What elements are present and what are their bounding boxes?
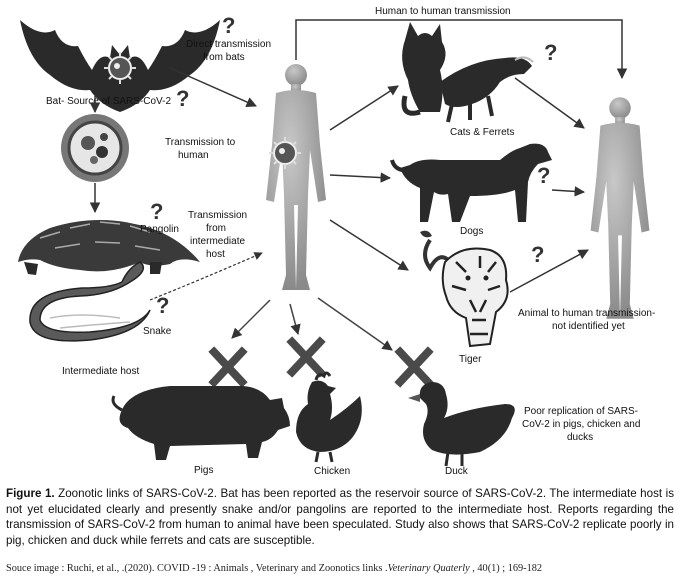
human-right-illustration <box>590 97 650 319</box>
chicken-illustration <box>296 371 362 463</box>
label-bat: Bat- Source of SARS-CoV-2 <box>46 96 171 107</box>
label-transmission-to-human-2: human <box>178 150 209 161</box>
source-journal: Veterinary Quaterly <box>387 563 470 574</box>
pangolin-illustration <box>18 220 200 275</box>
arrow-to-dogs <box>329 172 392 183</box>
cross-duck <box>394 346 434 388</box>
label-direct-1: Direct transmission <box>186 39 271 50</box>
label-cats-ferrets: Cats & Ferrets <box>450 127 514 138</box>
figure-caption: Figure 1. Zoonotic links of SARS-CoV-2. … <box>6 486 674 548</box>
label-direct-2: from bats <box>203 52 245 63</box>
question-mark-tiger: ? <box>531 242 544 267</box>
human-center-illustration <box>266 64 326 290</box>
caption-text: Zoonotic links of SARS-CoV-2. Bat has be… <box>6 487 674 547</box>
arrow-dogs-to-human <box>551 186 586 197</box>
question-mark-cats: ? <box>544 40 557 65</box>
arrow-to-tiger <box>329 219 409 271</box>
source-suffix: , 40(1) ; 169-182 <box>469 563 543 574</box>
question-mark-bat: ? <box>176 86 189 111</box>
question-mark-snake: ? <box>156 293 169 318</box>
cross-chicken <box>286 336 326 378</box>
virus-cell-illustration <box>61 114 129 182</box>
label-pangolin: Pangolin <box>140 224 179 235</box>
cross-marks <box>208 336 434 388</box>
label-trans-inter-2: from <box>206 223 226 234</box>
arrow-direct-from-bats <box>169 67 257 107</box>
arrow-from-intermediate <box>149 252 263 301</box>
source-citation: Souce image : Ruchi, et al., .(2020). CO… <box>6 563 676 574</box>
arrow-cats-to-human <box>514 77 585 129</box>
label-poor-3: ducks <box>567 432 593 443</box>
arrow-to-chicken <box>289 303 301 336</box>
label-animal-to-human-2: not identified yet <box>552 321 625 332</box>
label-poor-1: Poor replication of SARS- <box>524 406 638 417</box>
dog-illustration <box>390 143 552 222</box>
question-mark-pangolin: ? <box>150 199 163 224</box>
cat-ferret-illustration <box>401 22 534 123</box>
figure-label: Figure 1. <box>6 487 55 500</box>
arrow-human-to-human <box>295 19 628 80</box>
label-snake: Snake <box>143 326 172 337</box>
tiger-illustration <box>420 230 509 348</box>
label-duck: Duck <box>445 466 469 477</box>
pig-illustration <box>111 386 290 460</box>
arrow-to-pigs <box>231 299 271 339</box>
source-prefix: Souce image : Ruchi, et al., .(2020). CO… <box>6 563 388 574</box>
label-dogs: Dogs <box>460 226 483 237</box>
arrow-tiger-to-human <box>509 249 589 293</box>
snake-illustration <box>29 261 151 342</box>
arrow-to-cats <box>329 85 399 131</box>
label-poor-2: CoV-2 in pigs, chicken and <box>522 419 640 430</box>
label-intermediate-host: Intermediate host <box>62 366 139 377</box>
question-mark-dogs: ? <box>537 163 550 188</box>
label-chicken: Chicken <box>314 466 350 477</box>
label-trans-inter-3: intermediate <box>190 236 245 247</box>
duck-illustration <box>408 382 515 467</box>
label-trans-inter-1: Transmission <box>188 210 247 221</box>
label-pigs: Pigs <box>194 465 213 476</box>
label-animal-to-human-1: Animal to human transmission- <box>518 308 655 319</box>
label-transmission-to-human-1: Transmission to <box>165 137 236 148</box>
label-tiger: Tiger <box>459 354 482 365</box>
question-mark-direct: ? <box>222 13 235 38</box>
bat-illustration <box>20 20 220 112</box>
label-human-to-human: Human to human transmission <box>375 6 511 17</box>
arrow-to-duck <box>317 297 393 351</box>
label-trans-inter-4: host <box>206 249 225 260</box>
cross-pigs <box>208 346 248 388</box>
